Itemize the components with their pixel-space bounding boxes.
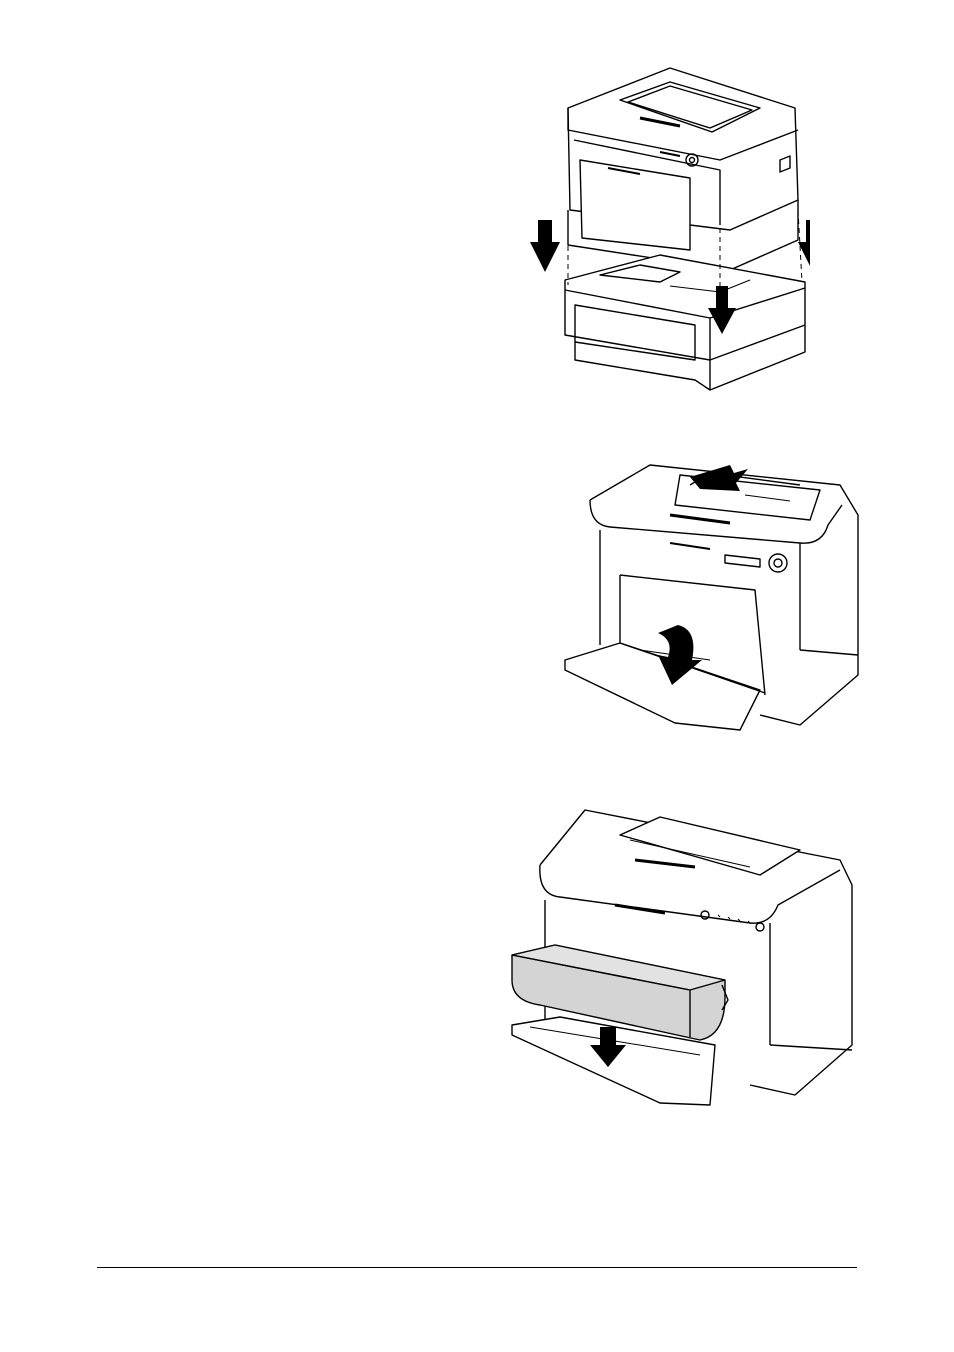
- open-manual-feed-tray-figure: [560, 445, 865, 735]
- footer-rule: [97, 1267, 857, 1268]
- lower-dust-cover-figure: [500, 805, 860, 1110]
- printer-on-lower-tray-unit-figure: [520, 60, 810, 400]
